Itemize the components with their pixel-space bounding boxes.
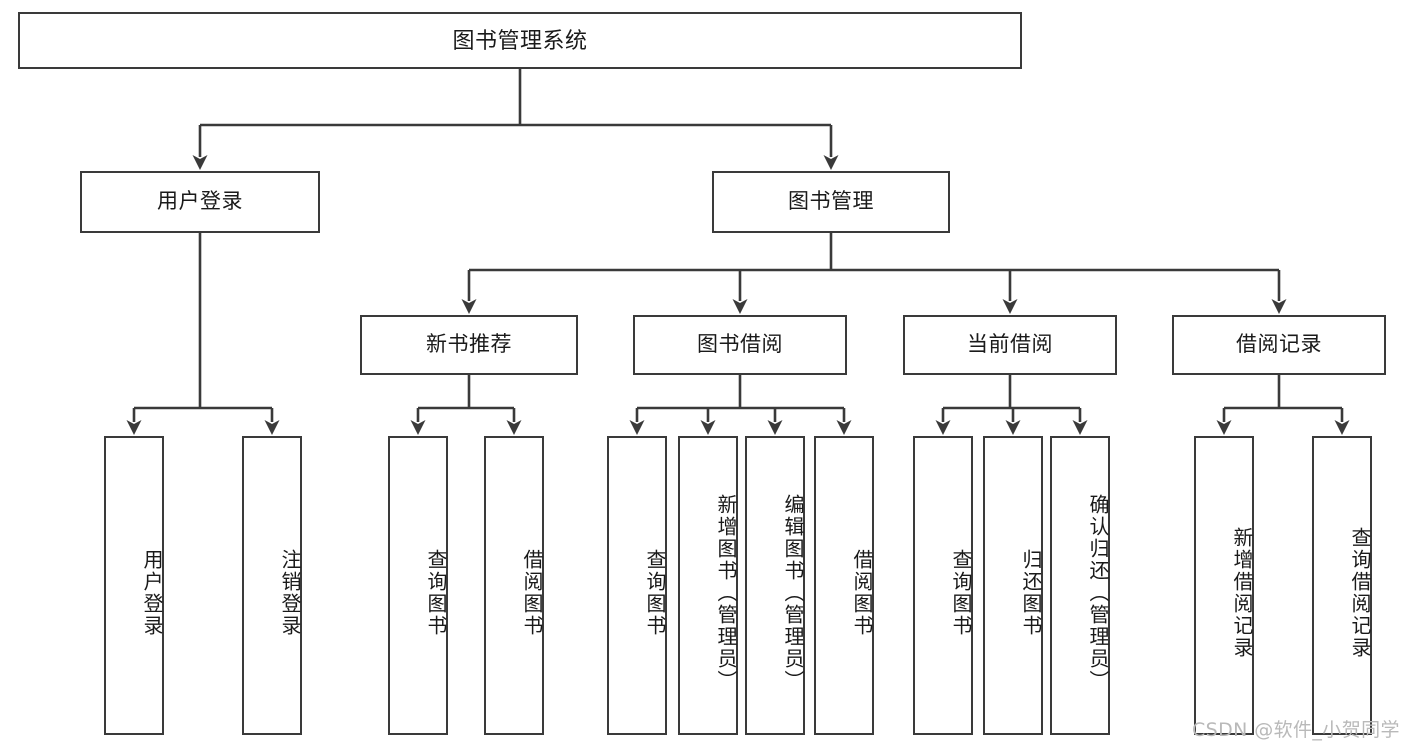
node-new-book-recommend[interactable]: 新书推荐 — [360, 315, 578, 375]
leaf-borrow-add-book-admin[interactable]: 新增图书（管理员） — [678, 436, 738, 735]
leaf-borrow-query-book[interactable]: 查询图书 — [607, 436, 667, 735]
csdn-watermark: CSDN @软件_小贺同学 — [1192, 719, 1400, 741]
leaf-user-login[interactable]: 用户登录 — [104, 436, 164, 735]
node-borrow-record[interactable]: 借阅记录 — [1172, 315, 1386, 375]
leaf-borrow-borrow-book[interactable]: 借阅图书 — [814, 436, 874, 735]
leaf-current-return-book[interactable]: 归还图书 — [983, 436, 1043, 735]
node-book-management[interactable]: 图书管理 — [712, 171, 950, 233]
leaf-new-query-book[interactable]: 查询图书 — [388, 436, 448, 735]
leaf-borrow-edit-book-admin[interactable]: 编辑图书（管理员） — [745, 436, 805, 735]
node-user-login[interactable]: 用户登录 — [80, 171, 320, 233]
edge-group — [126, 69, 1350, 435]
node-current-borrow[interactable]: 当前借阅 — [903, 315, 1117, 375]
node-root-library-system[interactable]: 图书管理系统 — [18, 12, 1022, 69]
leaf-current-confirm-return-admin[interactable]: 确认归还（管理员） — [1050, 436, 1110, 735]
leaf-record-add-borrow-record[interactable]: 新增借阅记录 — [1194, 436, 1254, 735]
leaf-current-query-book[interactable]: 查询图书 — [913, 436, 973, 735]
leaf-new-borrow-book[interactable]: 借阅图书 — [484, 436, 544, 735]
leaf-record-query-borrow-record[interactable]: 查询借阅记录 — [1312, 436, 1372, 735]
leaf-user-logout[interactable]: 注销登录 — [242, 436, 302, 735]
node-book-borrow[interactable]: 图书借阅 — [633, 315, 847, 375]
